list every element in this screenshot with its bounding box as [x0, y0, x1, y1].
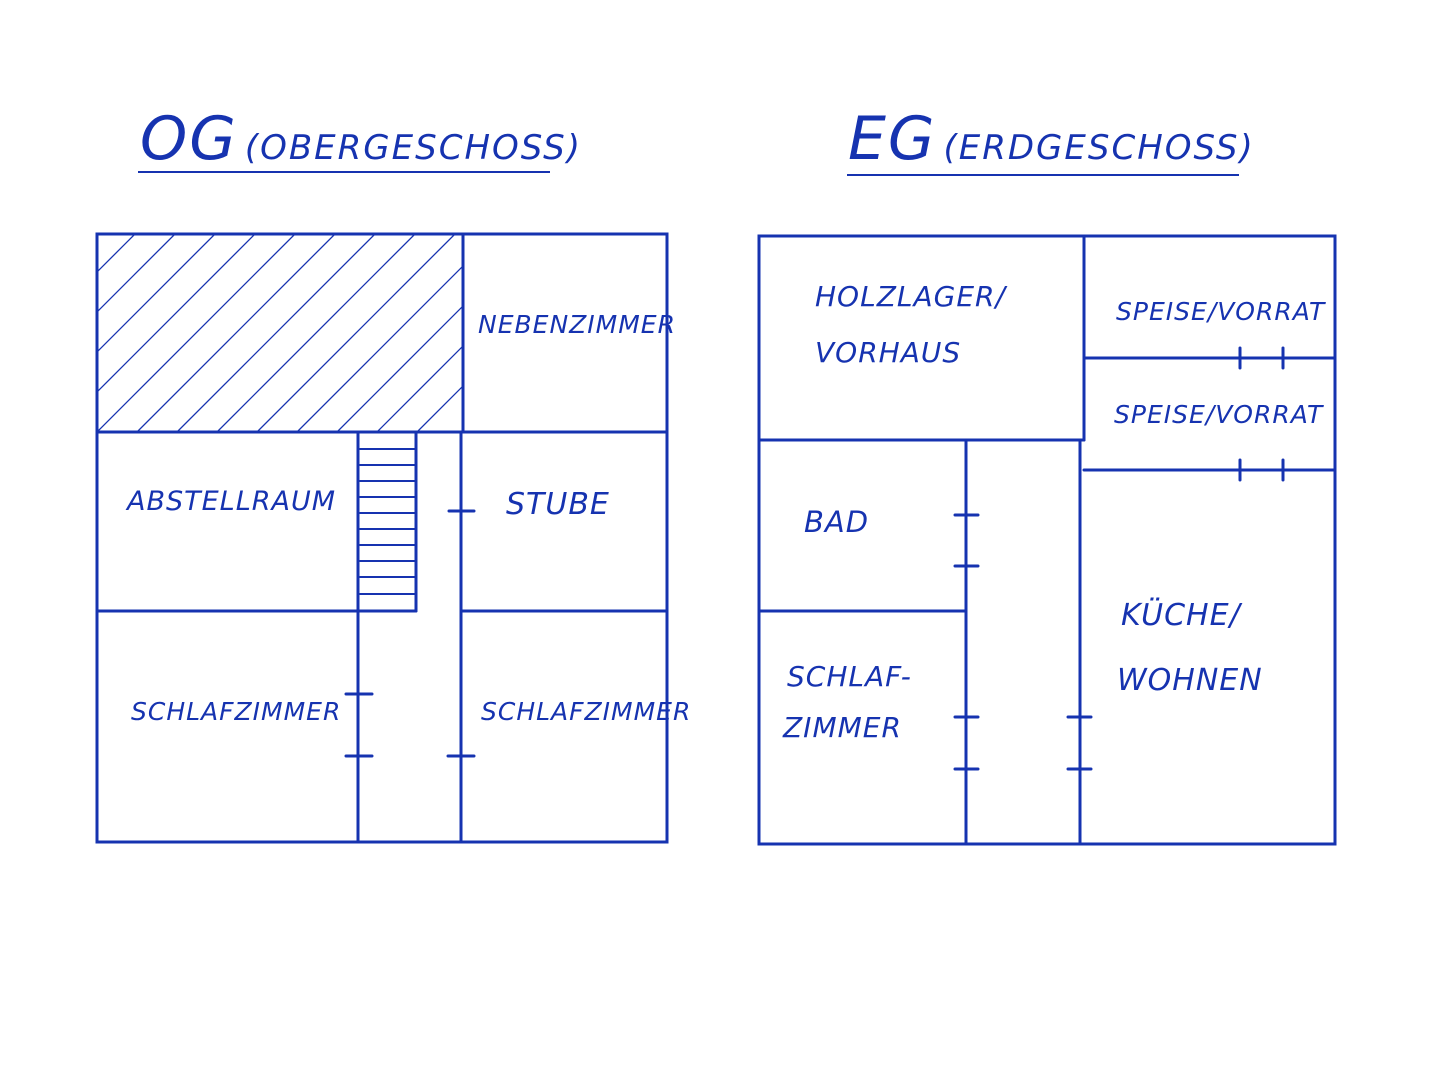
eg-room-kueche-line1: KÜCHE/ [1121, 597, 1243, 633]
og-outer-wall [95, 232, 669, 844]
eg-room-schlaf-line1: SCHLAF- [787, 660, 912, 693]
og-room-abstellraum: ABSTELLRAUM [125, 486, 336, 517]
eg-plan [757, 234, 1337, 846]
eg-room-speise-bottom: SPEISE/VORRAT [1114, 400, 1324, 429]
og-title-main: OG [140, 104, 238, 174]
eg-room-holzlager-line2: VORHAUS [815, 336, 961, 369]
og-room-stube: STUBE [506, 487, 610, 522]
og-door-marks [344, 509, 476, 758]
og-hatched-area [97, 234, 463, 432]
eg-door-marks [953, 346, 1285, 771]
og-title-underline [138, 171, 550, 173]
eg-title-sub: (ERDGESCHOSS) [943, 128, 1255, 168]
eg-room-bad: BAD [804, 505, 869, 539]
og-room-schlafzimmer-left: SCHLAFZIMMER [131, 697, 341, 726]
eg-title-underline [847, 174, 1239, 176]
eg-room-holzlager-line1: HOLZLAGER/ [815, 280, 1007, 313]
og-plan [95, 232, 669, 844]
og-room-nebenzimmer: NEBENZIMMER [478, 310, 676, 339]
og-title-sub: (OBERGESCHOSS) [244, 128, 582, 168]
og-title: OG (OBERGESCHOSS) [140, 104, 582, 174]
eg-room-kueche-line2: WOHNEN [1117, 663, 1263, 698]
og-room-schlafzimmer-right: SCHLAFZIMMER [481, 697, 691, 726]
eg-room-speise-top: SPEISE/VORRAT [1116, 297, 1326, 326]
eg-room-schlaf-line2: ZIMMER [782, 711, 902, 744]
og-stairs [359, 448, 417, 595]
eg-title-main: EG [848, 104, 937, 174]
eg-title: EG (ERDGESCHOSS) [848, 104, 1255, 174]
eg-outer-wall [757, 234, 1337, 846]
